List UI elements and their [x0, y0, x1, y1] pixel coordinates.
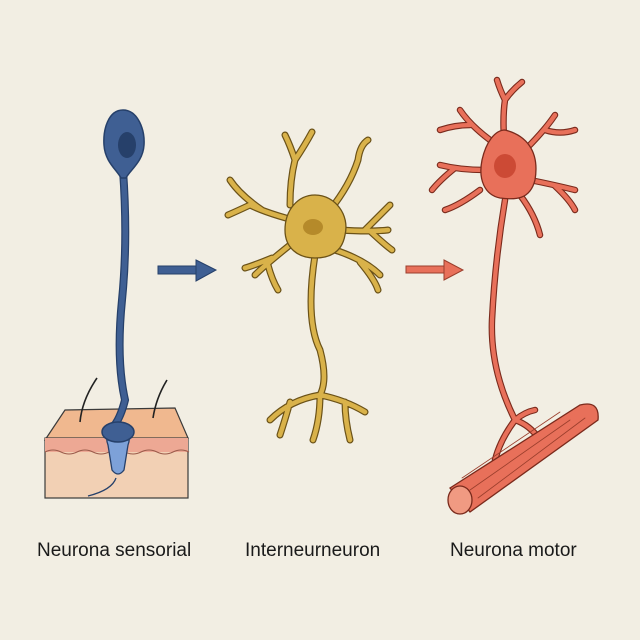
inter-nucleus [303, 219, 323, 235]
label-interneuron: Interneurneuron [245, 540, 381, 561]
arrow-sensory-to-inter [157, 259, 218, 282]
muscle-fiber [447, 403, 599, 515]
motor-neuron [428, 76, 599, 515]
label-motor-neuron: Neurona motor [450, 540, 577, 561]
sensory-nucleus [118, 132, 136, 158]
interneuron [224, 128, 396, 444]
muscle-cross-section [447, 485, 473, 515]
sensory-neuron [43, 109, 190, 499]
arrow-inter-to-motor [405, 259, 465, 281]
motor-nucleus [494, 154, 516, 178]
label-sensory-neuron: Neurona sensorial [37, 540, 192, 561]
